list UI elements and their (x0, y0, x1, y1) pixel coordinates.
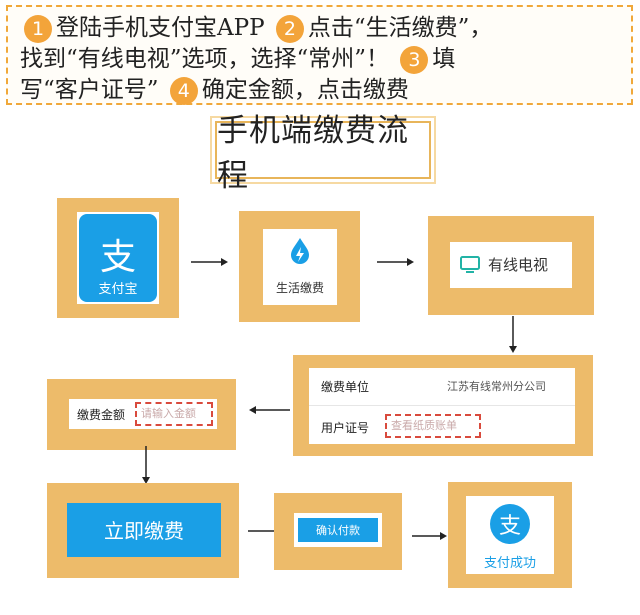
water-drop-lightning-icon (291, 238, 309, 264)
step-2-badge: 2 (275, 15, 304, 43)
card-success: 支 支付成功 (448, 482, 572, 588)
step-2-text-cont: 找到“有线电视”选项，选择“常州”！ (20, 46, 390, 72)
account-label: 用户证号 (321, 421, 370, 435)
life-payment-label: 生活缴费 (275, 281, 324, 295)
unit-value: 江苏有线常州分公司 (447, 380, 546, 393)
card-confirm: 确认付款 (274, 493, 402, 570)
confirm-button[interactable]: 确认付款 (298, 518, 378, 542)
step-3-text-cont: 写“客户证号” (20, 77, 159, 103)
arrow-right-1 (191, 258, 228, 266)
unit-label: 缴费单位 (321, 380, 370, 394)
tv-icon (460, 256, 480, 273)
form-divider (309, 405, 575, 406)
card-pay-now: 立即缴费 (47, 483, 239, 578)
svg-text:支: 支 (499, 514, 521, 539)
arrow-right-2 (377, 258, 414, 266)
step-4-badge: 4 (169, 77, 198, 105)
arrow-right-4 (412, 532, 447, 540)
account-input[interactable]: 查看纸质账单 (385, 414, 481, 438)
pay-now-button[interactable]: 立即缴费 (67, 503, 221, 557)
step-3-badge: 3 (400, 46, 429, 74)
life-payment-tile[interactable]: 生活缴费 (263, 229, 337, 305)
svg-text:支: 支 (100, 237, 136, 278)
confirm-label: 确认付款 (316, 524, 360, 537)
alipay-app-icon[interactable]: 支 (79, 214, 157, 302)
card-amount: 缴费金额 请输入金额 (47, 379, 236, 450)
step-1-badge: 1 (24, 15, 52, 43)
flow-title-box: 手机端缴费流程 (215, 113, 431, 194)
alipay-icon: 支 (100, 237, 136, 278)
step-4-text: 确定金额，点击缴费 (201, 77, 409, 103)
arrow-left-1 (249, 406, 290, 414)
step-2-text: 点击“生活缴费”， (307, 15, 493, 41)
step-1-text: 登陆手机支付宝APP (56, 15, 265, 41)
alipay-icon: 支 (499, 514, 521, 539)
amount-label: 缴费金额 (77, 408, 126, 422)
success-logo: 支 (490, 504, 530, 544)
arrow-down-1 (509, 316, 517, 353)
cable-tv-tile[interactable]: 有线电视 (450, 242, 572, 288)
alipay-app-label: 支付宝 (98, 282, 138, 297)
card-cable-tv: 有线电视 (428, 216, 594, 315)
cable-tv-label: 有线电视 (488, 256, 549, 274)
arrow-down-2 (142, 446, 150, 484)
card-life-payment: 生活缴费 (239, 211, 360, 322)
card-alipay-app: 支 支付宝 (57, 198, 179, 318)
step-3-text: 填 (432, 46, 456, 72)
flow-title: 手机端缴费流程 (217, 113, 409, 194)
amount-input[interactable]: 请输入金额 (135, 402, 213, 426)
pay-now-label: 立即缴费 (104, 519, 184, 543)
card-account-form: 缴费单位 江苏有线常州分公司 用户证号 查看纸质账单 (293, 355, 593, 456)
success-label: 支付成功 (483, 556, 536, 571)
